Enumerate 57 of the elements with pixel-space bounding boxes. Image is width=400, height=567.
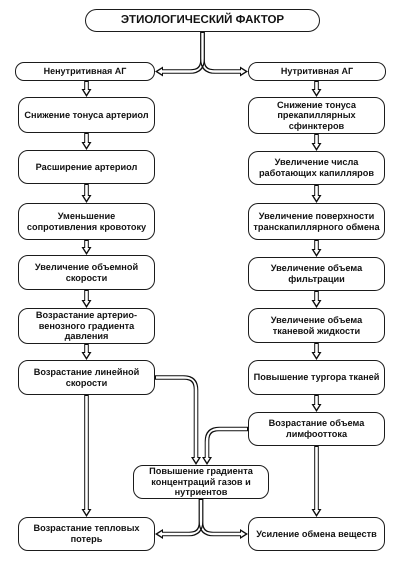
process-box xyxy=(15,62,155,81)
arrow xyxy=(155,375,201,465)
step-text: Увеличение объема тканевой жидкости xyxy=(270,314,364,336)
process-box xyxy=(133,465,269,499)
step-text: Увеличение объема фильтрации xyxy=(270,263,364,285)
step-text: Увеличение объемной скорости xyxy=(34,262,140,284)
arrow xyxy=(82,184,92,203)
arrow xyxy=(82,240,92,255)
process-box xyxy=(18,97,155,133)
step-text: Увеличение поверхности транскапиллярного обмена xyxy=(252,210,381,232)
arrow xyxy=(82,133,92,150)
step-text: Уменьшение сопротивления кровотоку xyxy=(26,210,148,232)
step-text: Ненутритивная АГ xyxy=(44,66,126,77)
step-text: Усиление обмена веществ xyxy=(256,528,377,540)
process-box xyxy=(248,257,385,291)
process-box xyxy=(248,308,385,343)
arrow xyxy=(312,81,322,97)
arrow xyxy=(312,395,322,412)
step-text: Нутритивная АГ xyxy=(280,66,354,77)
arrow xyxy=(82,344,92,360)
process-box xyxy=(248,151,385,185)
process-box xyxy=(18,203,155,240)
arrow xyxy=(202,426,248,465)
arrow xyxy=(198,499,248,539)
arrow xyxy=(82,81,92,97)
process-box xyxy=(248,517,385,551)
process-box xyxy=(248,412,385,446)
process-box xyxy=(248,97,385,134)
step-text: Снижение тонуса артериол xyxy=(24,110,149,120)
step-text: Возрастание объема лимфооттока xyxy=(268,418,366,440)
start-box xyxy=(85,9,320,32)
step-text: Возрастание артерио-венозного градиента давления xyxy=(34,310,138,342)
arrow xyxy=(312,343,322,360)
step-text: Расширение артериол xyxy=(36,162,138,172)
arrow xyxy=(312,134,322,151)
process-box xyxy=(18,255,155,290)
process-box xyxy=(18,360,155,395)
step-text: Возрастание линейной скорости xyxy=(32,366,140,388)
process-box xyxy=(248,62,386,81)
arrow xyxy=(82,395,92,517)
arrow xyxy=(312,240,322,257)
process-box xyxy=(248,203,385,240)
arrow xyxy=(312,185,322,203)
step-text: Снижение тонуса прекапиллярных сфинктеров xyxy=(276,100,357,132)
arrow xyxy=(200,32,248,76)
step-text: Увеличение числа работающих капилляров xyxy=(258,157,376,179)
process-box xyxy=(18,150,155,184)
arrow xyxy=(312,446,322,517)
arrow xyxy=(82,290,92,308)
arrow xyxy=(312,291,322,308)
step-text: Повышение градиента концентраций газов и нутриентов xyxy=(148,466,254,498)
process-box xyxy=(18,517,155,551)
step-text: Возрастание тепловых потерь xyxy=(32,523,141,545)
step-text: Повышение тургора тканей xyxy=(254,372,380,383)
process-box xyxy=(18,308,155,344)
process-box xyxy=(248,360,385,395)
step-text: ЭТИОЛОГИЧЕСКИЙ ФАКТОР xyxy=(120,14,284,28)
